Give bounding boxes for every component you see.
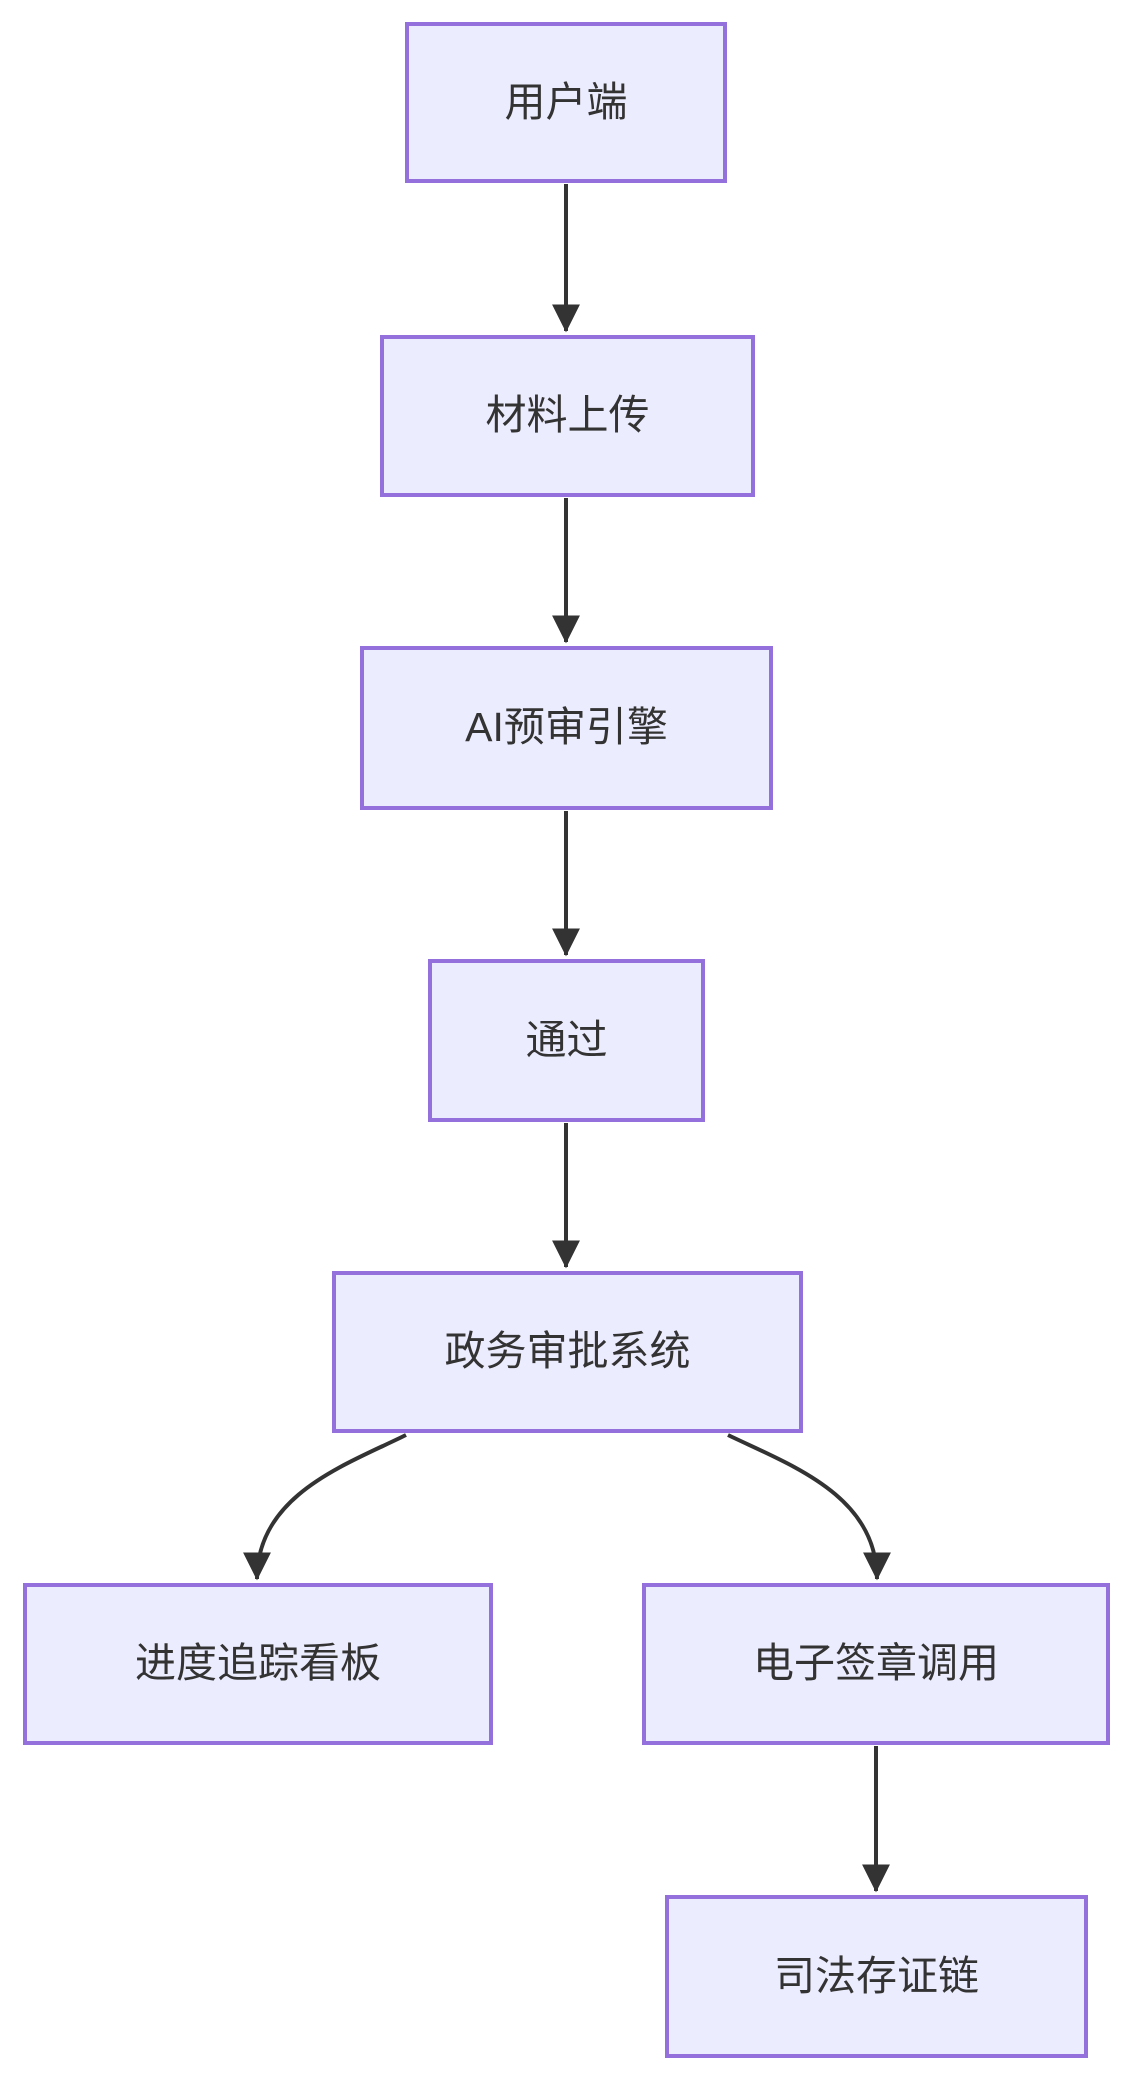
edge-gov-approval-progress-board: [243, 1433, 407, 1581]
flow-node-e-signature: 电子签章调用: [642, 1583, 1110, 1745]
flow-node-label: 进度追踪看板: [135, 1640, 381, 1687]
flow-node-gov-approval: 政务审批系统: [332, 1271, 803, 1433]
flow-node-progress-board: 进度追踪看板: [23, 1583, 493, 1745]
flow-node-label: 材料上传: [485, 392, 650, 439]
flow-node-client: 用户端: [405, 22, 727, 183]
flow-node-label: 司法存证链: [774, 1952, 979, 1999]
flow-node-label: 用户端: [504, 78, 628, 125]
flow-node-pass: 通过: [428, 959, 705, 1122]
flow-node-label: 政务审批系统: [444, 1328, 691, 1375]
flow-node-label: AI预审引擎: [465, 704, 668, 751]
edge-gov-approval-e-signature: [727, 1433, 891, 1581]
flow-node-label: 电子签章调用: [753, 1640, 999, 1687]
flow-node-label: 通过: [525, 1016, 608, 1063]
flow-node-upload: 材料上传: [380, 335, 755, 497]
flow-node-judicial-chain: 司法存证链: [665, 1895, 1088, 2058]
flow-node-ai-engine: AI预审引擎: [360, 646, 773, 810]
